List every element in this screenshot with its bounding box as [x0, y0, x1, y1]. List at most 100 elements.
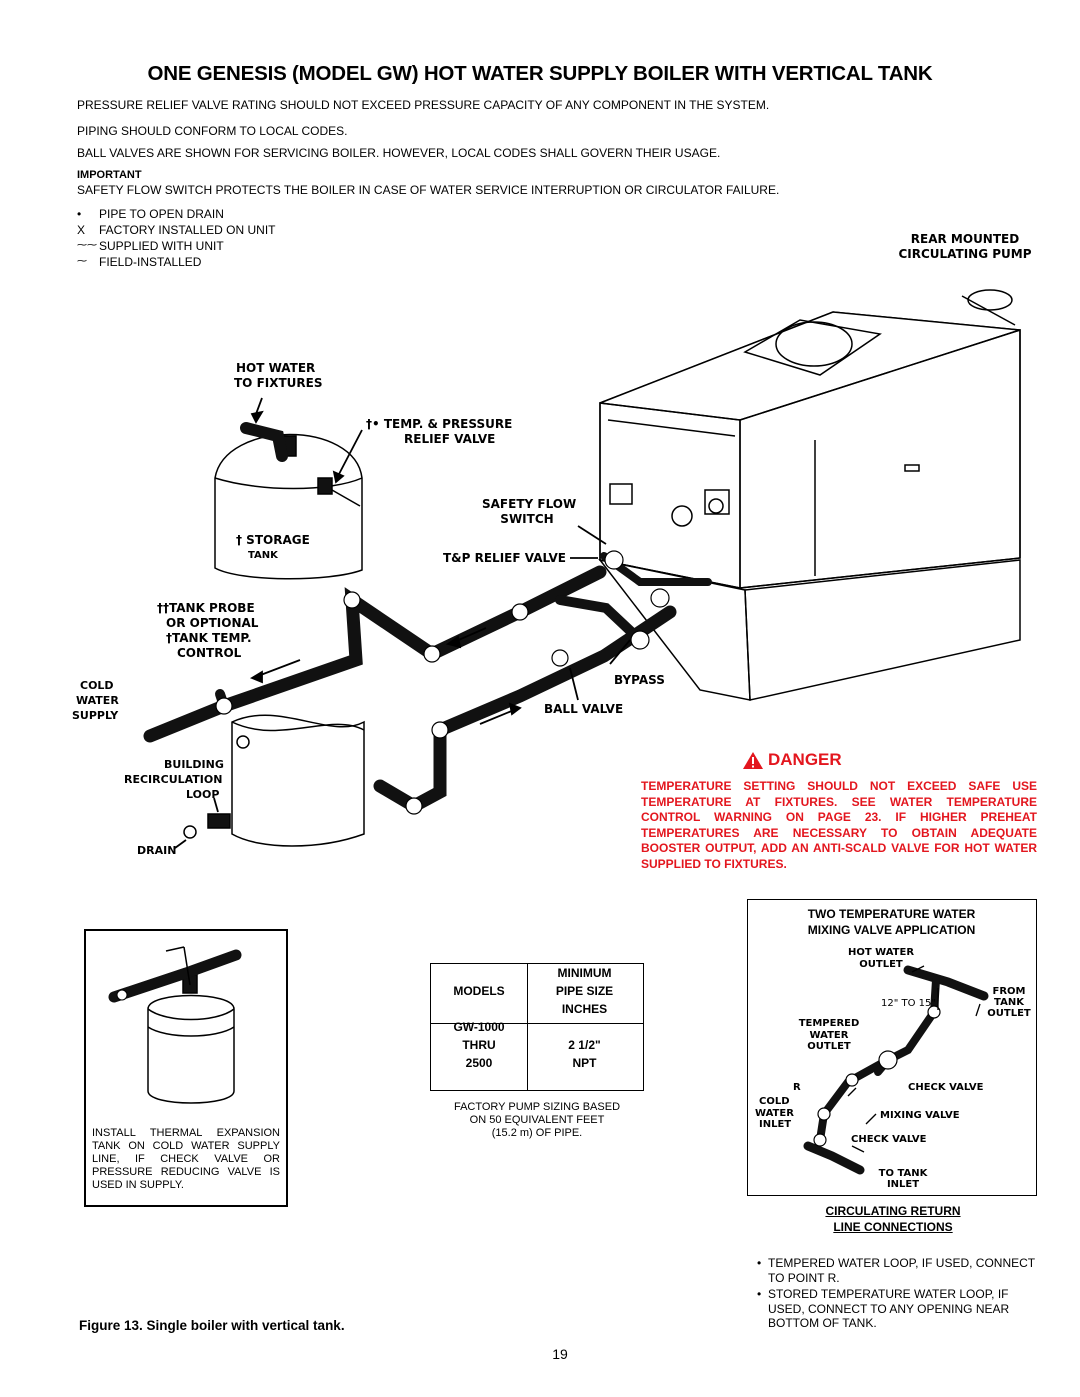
table-header-models: MODELS	[453, 984, 505, 998]
label-line: FROM	[992, 986, 1026, 997]
label-line: TANK	[994, 997, 1024, 1008]
legend-text: FACTORY INSTALLED ON UNIT	[99, 223, 276, 237]
label-line: TEMPERED	[798, 1018, 860, 1029]
note-piping: PIPING SHOULD CONFORM TO LOCAL CODES.	[77, 124, 348, 138]
label-cold-water-supply: COLD WATER SUPPLY	[72, 678, 119, 723]
label-line: TANK	[248, 550, 278, 561]
label-drain: DRAIN	[137, 844, 177, 857]
label-tank-probe: ††TANK PROBE OR OPTIONAL †TANK TEMP. CON…	[157, 601, 258, 661]
warning-triangle-icon	[743, 751, 763, 769]
expansion-tank-illustration	[108, 946, 242, 1104]
table-model-cell: THRU	[462, 1038, 496, 1052]
label-line: COLD	[759, 1096, 790, 1107]
legend-row: X FACTORY INSTALLED ON UNIT	[77, 222, 275, 238]
danger-label: DANGER	[768, 750, 842, 769]
mix-label-check-valve-1: CHECK VALVE	[908, 1082, 984, 1093]
page-number: 19	[552, 1346, 568, 1362]
mix-label-mixing-valve: MIXING VALVE	[880, 1110, 960, 1121]
label-line: OUTLET	[987, 1008, 1031, 1019]
label-storage-tank: † STORAGE TANK	[236, 533, 310, 563]
label-line: OR OPTIONAL	[166, 616, 259, 630]
table-size-cell: NPT	[572, 1056, 597, 1070]
bullet-item: •STORED TEMPERATURE WATER LOOP, IF USED,…	[757, 1287, 1039, 1331]
boiler-unit-illustration	[598, 289, 1021, 701]
symbol-legend: • PIPE TO OPEN DRAIN X FACTORY INSTALLED O…	[77, 206, 275, 270]
label-line: † STORAGE	[236, 533, 310, 547]
legend-text: SUPPLIED WITH UNIT	[99, 239, 224, 253]
label-tp-relief-valve: T&P RELIEF VALVE	[443, 551, 566, 565]
label-line: TO TANK	[878, 1168, 928, 1179]
mixing-valve-title: TWO TEMPERATURE WATER MIXING VALVE APPLI…	[748, 906, 1035, 938]
table-model-cell: GW-1000	[453, 1020, 505, 1034]
label-line: REAR MOUNTED	[910, 232, 1020, 246]
heading-line: CIRCULATING RETURN	[825, 1204, 961, 1218]
label-line: TO FIXTURES	[234, 376, 323, 390]
mix-label-to-tank-inlet: TO TANK INLET	[868, 1168, 938, 1190]
label-line: BUILDING	[164, 758, 224, 771]
expansion-tank-text: INSTALL THERMAL EXPANSION TANK ON COLD W…	[92, 1127, 280, 1191]
bullet-icon: •	[757, 1287, 762, 1301]
label-line: SAFETY FLOW	[482, 497, 577, 511]
label-line: RELIEF VALVE	[404, 432, 496, 446]
circulating-heading: CIRCULATING RETURN LINE CONNECTIONS	[760, 1203, 1026, 1235]
legend-row: • PIPE TO OPEN DRAIN	[77, 206, 275, 222]
title-line: MIXING VALVE APPLICATION	[807, 923, 976, 937]
note-ball-valves: BALL VALVES ARE SHOWN FOR SERVICING BOIL…	[77, 146, 721, 160]
label-line: SUPPLY	[72, 709, 119, 722]
mix-label-check-valve-2: CHECK VALVE	[851, 1134, 927, 1145]
label-line: LOOP	[186, 788, 220, 801]
bullet-text: TEMPERED WATER LOOP, IF USED, CONNECT TO…	[768, 1256, 1035, 1285]
legend-text: PIPE TO OPEN DRAIN	[99, 207, 224, 221]
label-hot-water-fixtures: HOT WATER TO FIXTURES	[234, 361, 323, 391]
legend-symbol: ⁓⁓	[77, 240, 97, 251]
fittings	[215, 550, 670, 815]
bullet-icon: •	[757, 1256, 762, 1270]
label-line: ††TANK PROBE	[157, 601, 255, 615]
label-line: COLD	[80, 679, 114, 692]
legend-symbol: •	[77, 207, 82, 221]
installation-diagram	[143, 289, 1021, 849]
label-bypass: BYPASS	[614, 673, 665, 687]
label-line: HOT WATER	[236, 361, 316, 375]
label-line: INLET	[759, 1119, 792, 1130]
table-model-cell: 2500	[465, 1056, 493, 1070]
label-line: HOT WATER	[847, 947, 915, 958]
bullet-item: • TEMPERED WATER LOOP, IF USED, CONNECT T…	[757, 1256, 1039, 1285]
important-text: SAFETY FLOW SWITCH PROTECTS THE BOILER I…	[77, 183, 780, 197]
mix-label-hot-outlet: HOT WATER OUTLET	[846, 947, 916, 971]
table-cell	[431, 1000, 527, 1018]
label-temp-pressure-valve: †• TEMP. & PRESSURE RELIEF VALVE	[366, 417, 512, 447]
label-rear-pump: REAR MOUNTED CIRCULATING PUMP	[895, 232, 1035, 262]
figure-caption: Figure 13. Single boiler with vertical t…	[79, 1318, 345, 1333]
footnote-line: FACTORY PUMP SIZING BASED	[453, 1101, 621, 1113]
title-line: TWO TEMPERATURE WATER	[807, 907, 976, 921]
legend-symbol: X	[77, 223, 86, 237]
legend-row: ⁓FIELD-INSTALLED	[77, 254, 275, 270]
label-safety-flow-switch: SAFETY FLOW SWITCH	[482, 497, 577, 527]
label-line: CONTROL	[177, 646, 242, 660]
table-header-inches: INCHES	[561, 1002, 608, 1016]
mix-label-from-tank: FROM TANK OUTLET	[984, 986, 1034, 1019]
danger-heading: DANGER	[742, 750, 842, 770]
recirculation-tank-illustration	[183, 714, 365, 847]
table-cell	[527, 1018, 642, 1036]
mixing-valve-illustration	[803, 965, 989, 1175]
label-line: SWITCH	[500, 512, 554, 526]
pipe-table-footnote: FACTORY PUMP SIZING BASED ON 50 EQUIVALE…	[420, 1101, 654, 1140]
label-line: †• TEMP. & PRESSURE	[366, 417, 513, 431]
label-building-recirculation-loop: BUILDING RECIRCULATION LOOP	[124, 757, 224, 802]
important-heading: IMPORTANT	[77, 169, 142, 181]
mix-label-tempered-outlet: TEMPERED WATER OUTLET	[794, 1018, 864, 1053]
label-line: INLET	[886, 1179, 920, 1190]
legend-row: ⁓⁓SUPPLIED WITH UNIT	[77, 238, 275, 254]
label-line: RECIRCULATION	[124, 773, 223, 786]
legend-text: FIELD-INSTALLED	[99, 255, 202, 269]
footnote-line: ON 50 EQUIVALENT FEET	[469, 1114, 605, 1126]
flow-arrows	[174, 397, 631, 849]
danger-text: TEMPERATURE SETTING SHOULD NOT EXCEED SA…	[641, 779, 1037, 871]
footnote-line: (15.2 m) OF PIPE.	[491, 1127, 583, 1139]
mix-label-point-r: R	[793, 1082, 801, 1093]
table-header-pipe-size: PIPE SIZE	[555, 984, 614, 998]
table-cell	[431, 964, 527, 982]
